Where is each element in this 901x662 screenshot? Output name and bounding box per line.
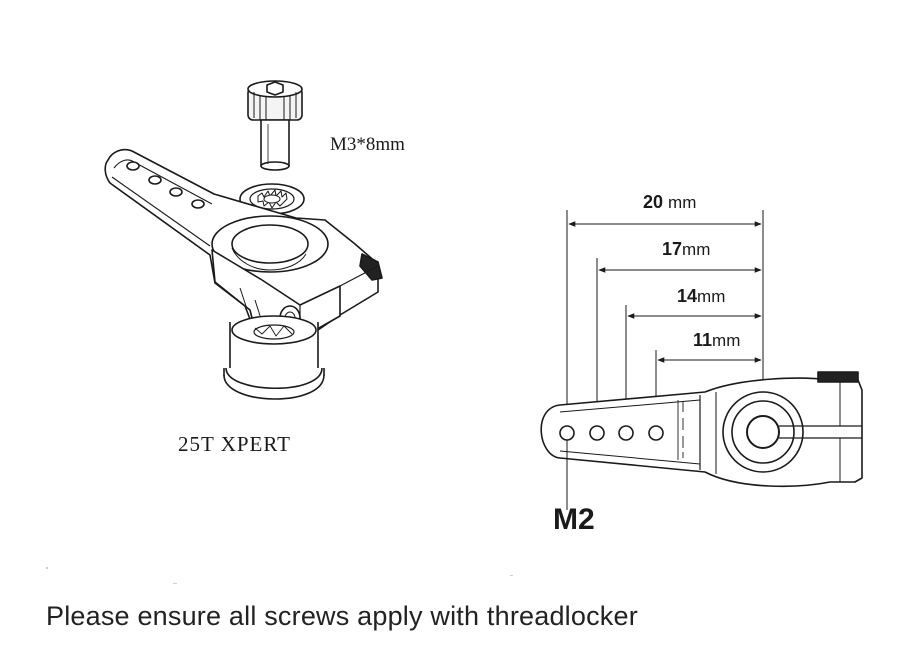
- scan-specks: [46, 567, 513, 584]
- arm-outline: [540, 371, 863, 488]
- dimension-value: 17: [662, 239, 683, 259]
- threadlocker-note: Please ensure all screws apply with thre…: [46, 601, 638, 631]
- servo-arm-body: [104, 148, 383, 341]
- dimension-unit: mm: [682, 240, 711, 259]
- dimension-unit: mm: [668, 193, 697, 212]
- isometric-servo-arm: [104, 80, 383, 400]
- model-label: 25T XPERT: [178, 432, 291, 456]
- dimension-value: 11: [693, 330, 713, 350]
- screw-size-label: M3*8mm: [330, 134, 405, 155]
- cap-screw-icon: [247, 80, 303, 171]
- dimension-17mm: 17mm: [662, 239, 710, 260]
- dimension-14mm: 14mm: [677, 286, 725, 307]
- dimension-unit: mm: [712, 331, 741, 350]
- dimension-20mm: 20 mm: [643, 192, 696, 213]
- dimension-unit: mm: [697, 287, 726, 306]
- dimension-lines: [568, 221, 762, 363]
- dimension-value: 20: [643, 192, 664, 212]
- hole-size-label: M2: [553, 503, 595, 536]
- dimension-value: 14: [677, 286, 698, 306]
- lock-washer-icon: [239, 183, 305, 215]
- dimension-11mm: 11mm: [693, 330, 740, 351]
- top-view-servo-arm: [540, 210, 863, 510]
- spline-collar: [223, 315, 325, 400]
